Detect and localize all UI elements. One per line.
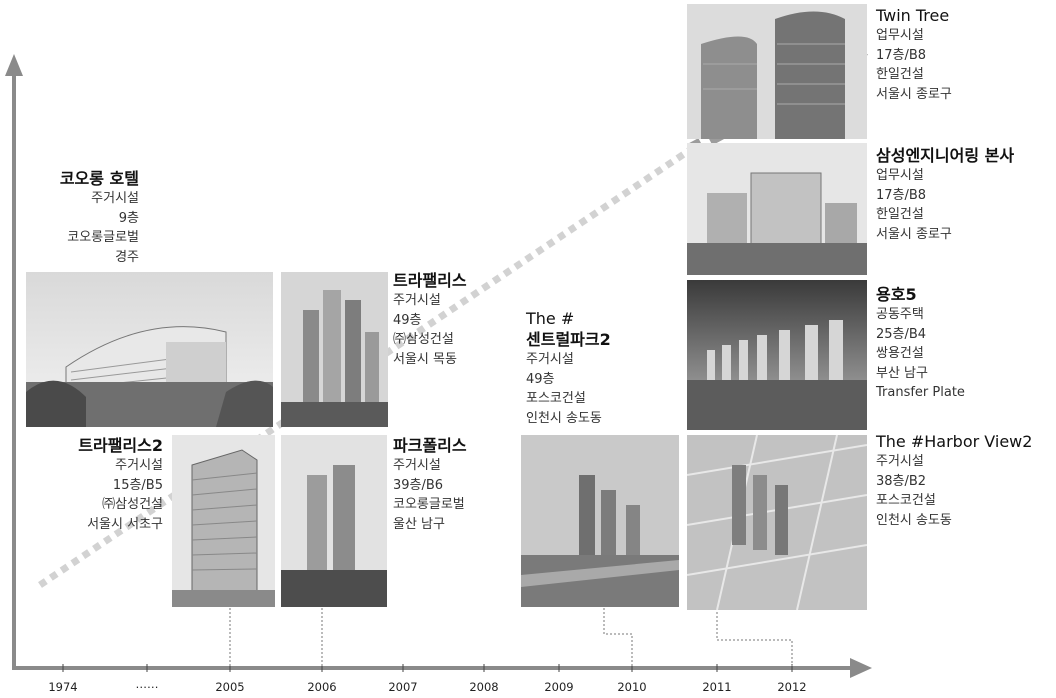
harbor-view2-title: The #Harbor View2: [876, 432, 1033, 451]
photo-trapalace: [281, 272, 388, 427]
central-park2-location: 인천시 송도동: [526, 410, 602, 426]
harbor-view2-builder: 포스코건설: [876, 493, 936, 509]
central-park2-builder: 포스코건설: [526, 391, 586, 407]
trapalace2-title: 트라팰리스2: [78, 436, 163, 455]
photo-harbor-view2: [687, 435, 867, 610]
caption-twin-tree: Twin Tree 업무시설 17층/B8 한일건설 서울시 종로구: [876, 5, 952, 104]
year-label-2007: 2007: [388, 680, 418, 694]
central-park2-title-line2: 센트럴파크2: [526, 330, 611, 349]
year-label-2009: 2009: [544, 680, 574, 694]
twin-tree-use: 업무시설: [876, 28, 924, 43]
twin-tree-floors: 17층/B8: [876, 47, 927, 63]
x-axis-arrow-icon: [850, 658, 872, 678]
trapalace2-floors: 15층/B5: [112, 477, 163, 493]
central-park2-use: 주거시설: [526, 352, 574, 367]
trapalace2-use: 주거시설: [115, 458, 163, 473]
year-label-2005: 2005: [215, 680, 245, 694]
photo-twin-tree: [687, 4, 867, 139]
harbor-view2-floors: 38층/B2: [876, 473, 927, 489]
yongho5-note: Transfer Plate: [876, 385, 965, 401]
yongho5-title: 용호5: [876, 285, 917, 304]
twin-tree-title: Twin Tree: [876, 6, 950, 25]
central-park2-floors: 49층: [526, 371, 555, 387]
twin-tree-builder: 한일건설: [876, 67, 924, 83]
park-polis-use: 주거시설: [393, 458, 441, 473]
trapalace-use: 주거시설: [393, 293, 441, 308]
yongho5-builder: 쌍용건설: [876, 346, 924, 362]
photo-park-polis: [281, 435, 387, 607]
yongho5-use: 공동주택: [876, 307, 924, 322]
caption-samsung-engineering: 삼성엔지니어링 본사 업무시설 17층/B8 한일건설 서울시 종로구: [876, 145, 1014, 244]
caption-trapalace: 트라팰리스 주거시설 49층 ㈜삼성건설 서울시 목동: [393, 270, 467, 369]
caption-trapalace2: 트라팰리스2 주거시설 15층/B5 ㈜삼성건설 서울시 서초구: [78, 435, 163, 534]
kolon-hotel-builder: 코오롱글로벌: [67, 230, 139, 246]
kolon-hotel-use: 주거시설: [91, 191, 139, 206]
samsung-eng-builder: 한일건설: [876, 207, 924, 223]
caption-yongho5: 용호5 공동주택 25층/B4 쌍용건설 부산 남구 Transfer Plat…: [876, 284, 965, 403]
year-label-2011: 2011: [702, 680, 732, 694]
photo-kolon-hotel: [26, 272, 273, 427]
photo-yongho5: [687, 280, 867, 430]
kolon-hotel-floors: 9층: [118, 210, 139, 226]
park-polis-location: 울산 남구: [393, 516, 445, 532]
photo-samsung-engineering: [687, 143, 867, 275]
harbor-view2-location: 인천시 송도동: [876, 512, 952, 528]
trapalace-floors: 49층: [393, 312, 422, 328]
year-label-1974: 1974: [48, 680, 78, 694]
kolon-hotel-title: 코오롱 호텔: [59, 169, 139, 188]
samsung-eng-title: 삼성엔지니어링 본사: [876, 146, 1015, 165]
caption-harbor-view2: The #Harbor View2 주거시설 38층/B2 포스코건설 인천시 …: [876, 431, 1032, 530]
trapalace-title: 트라팰리스: [393, 271, 467, 290]
harbor-view2-use: 주거시설: [876, 454, 924, 469]
samsung-eng-use: 업무시설: [876, 168, 924, 183]
yongho5-floors: 25층/B4: [876, 326, 927, 342]
park-polis-floors: 39층/B6: [393, 477, 444, 493]
year-label-2006: 2006: [307, 680, 337, 694]
year-label-2010: 2010: [617, 680, 647, 694]
central-park2-title-line1: The #: [526, 309, 575, 328]
samsung-eng-floors: 17층/B8: [876, 187, 927, 203]
caption-kolon-hotel: 코오롱 호텔 주거시설 9층 코오롱글로벌 경주: [60, 168, 139, 267]
caption-park-polis: 파크폴리스 주거시설 39층/B6 코오롱글로벌 울산 남구: [393, 435, 467, 534]
photo-central-park2: [521, 435, 679, 607]
park-polis-builder: 코오롱글로벌: [393, 497, 465, 513]
park-polis-title: 파크폴리스: [393, 436, 467, 455]
year-label-2012: 2012: [777, 680, 807, 694]
kolon-hotel-location: 경주: [115, 249, 139, 265]
y-axis-arrow-icon: [5, 54, 23, 76]
trapalace2-builder: ㈜삼성건설: [102, 497, 163, 513]
photo-trapalace2: [172, 435, 275, 607]
leader-lines: [229, 608, 793, 666]
year-label-2008: 2008: [469, 680, 499, 694]
twin-tree-location: 서울시 종로구: [876, 86, 952, 102]
trapalace-location: 서울시 목동: [393, 351, 457, 367]
yongho5-location: 부산 남구: [876, 365, 928, 381]
caption-central-park2: The # 센트럴파크2 주거시설 49층 포스코건설 인천시 송도동: [526, 308, 611, 428]
trapalace-builder: ㈜삼성건설: [393, 332, 454, 348]
samsung-eng-location: 서울시 종로구: [876, 226, 952, 242]
year-label-ellipsis: ……: [135, 677, 159, 691]
trapalace2-location: 서울시 서초구: [87, 516, 163, 532]
